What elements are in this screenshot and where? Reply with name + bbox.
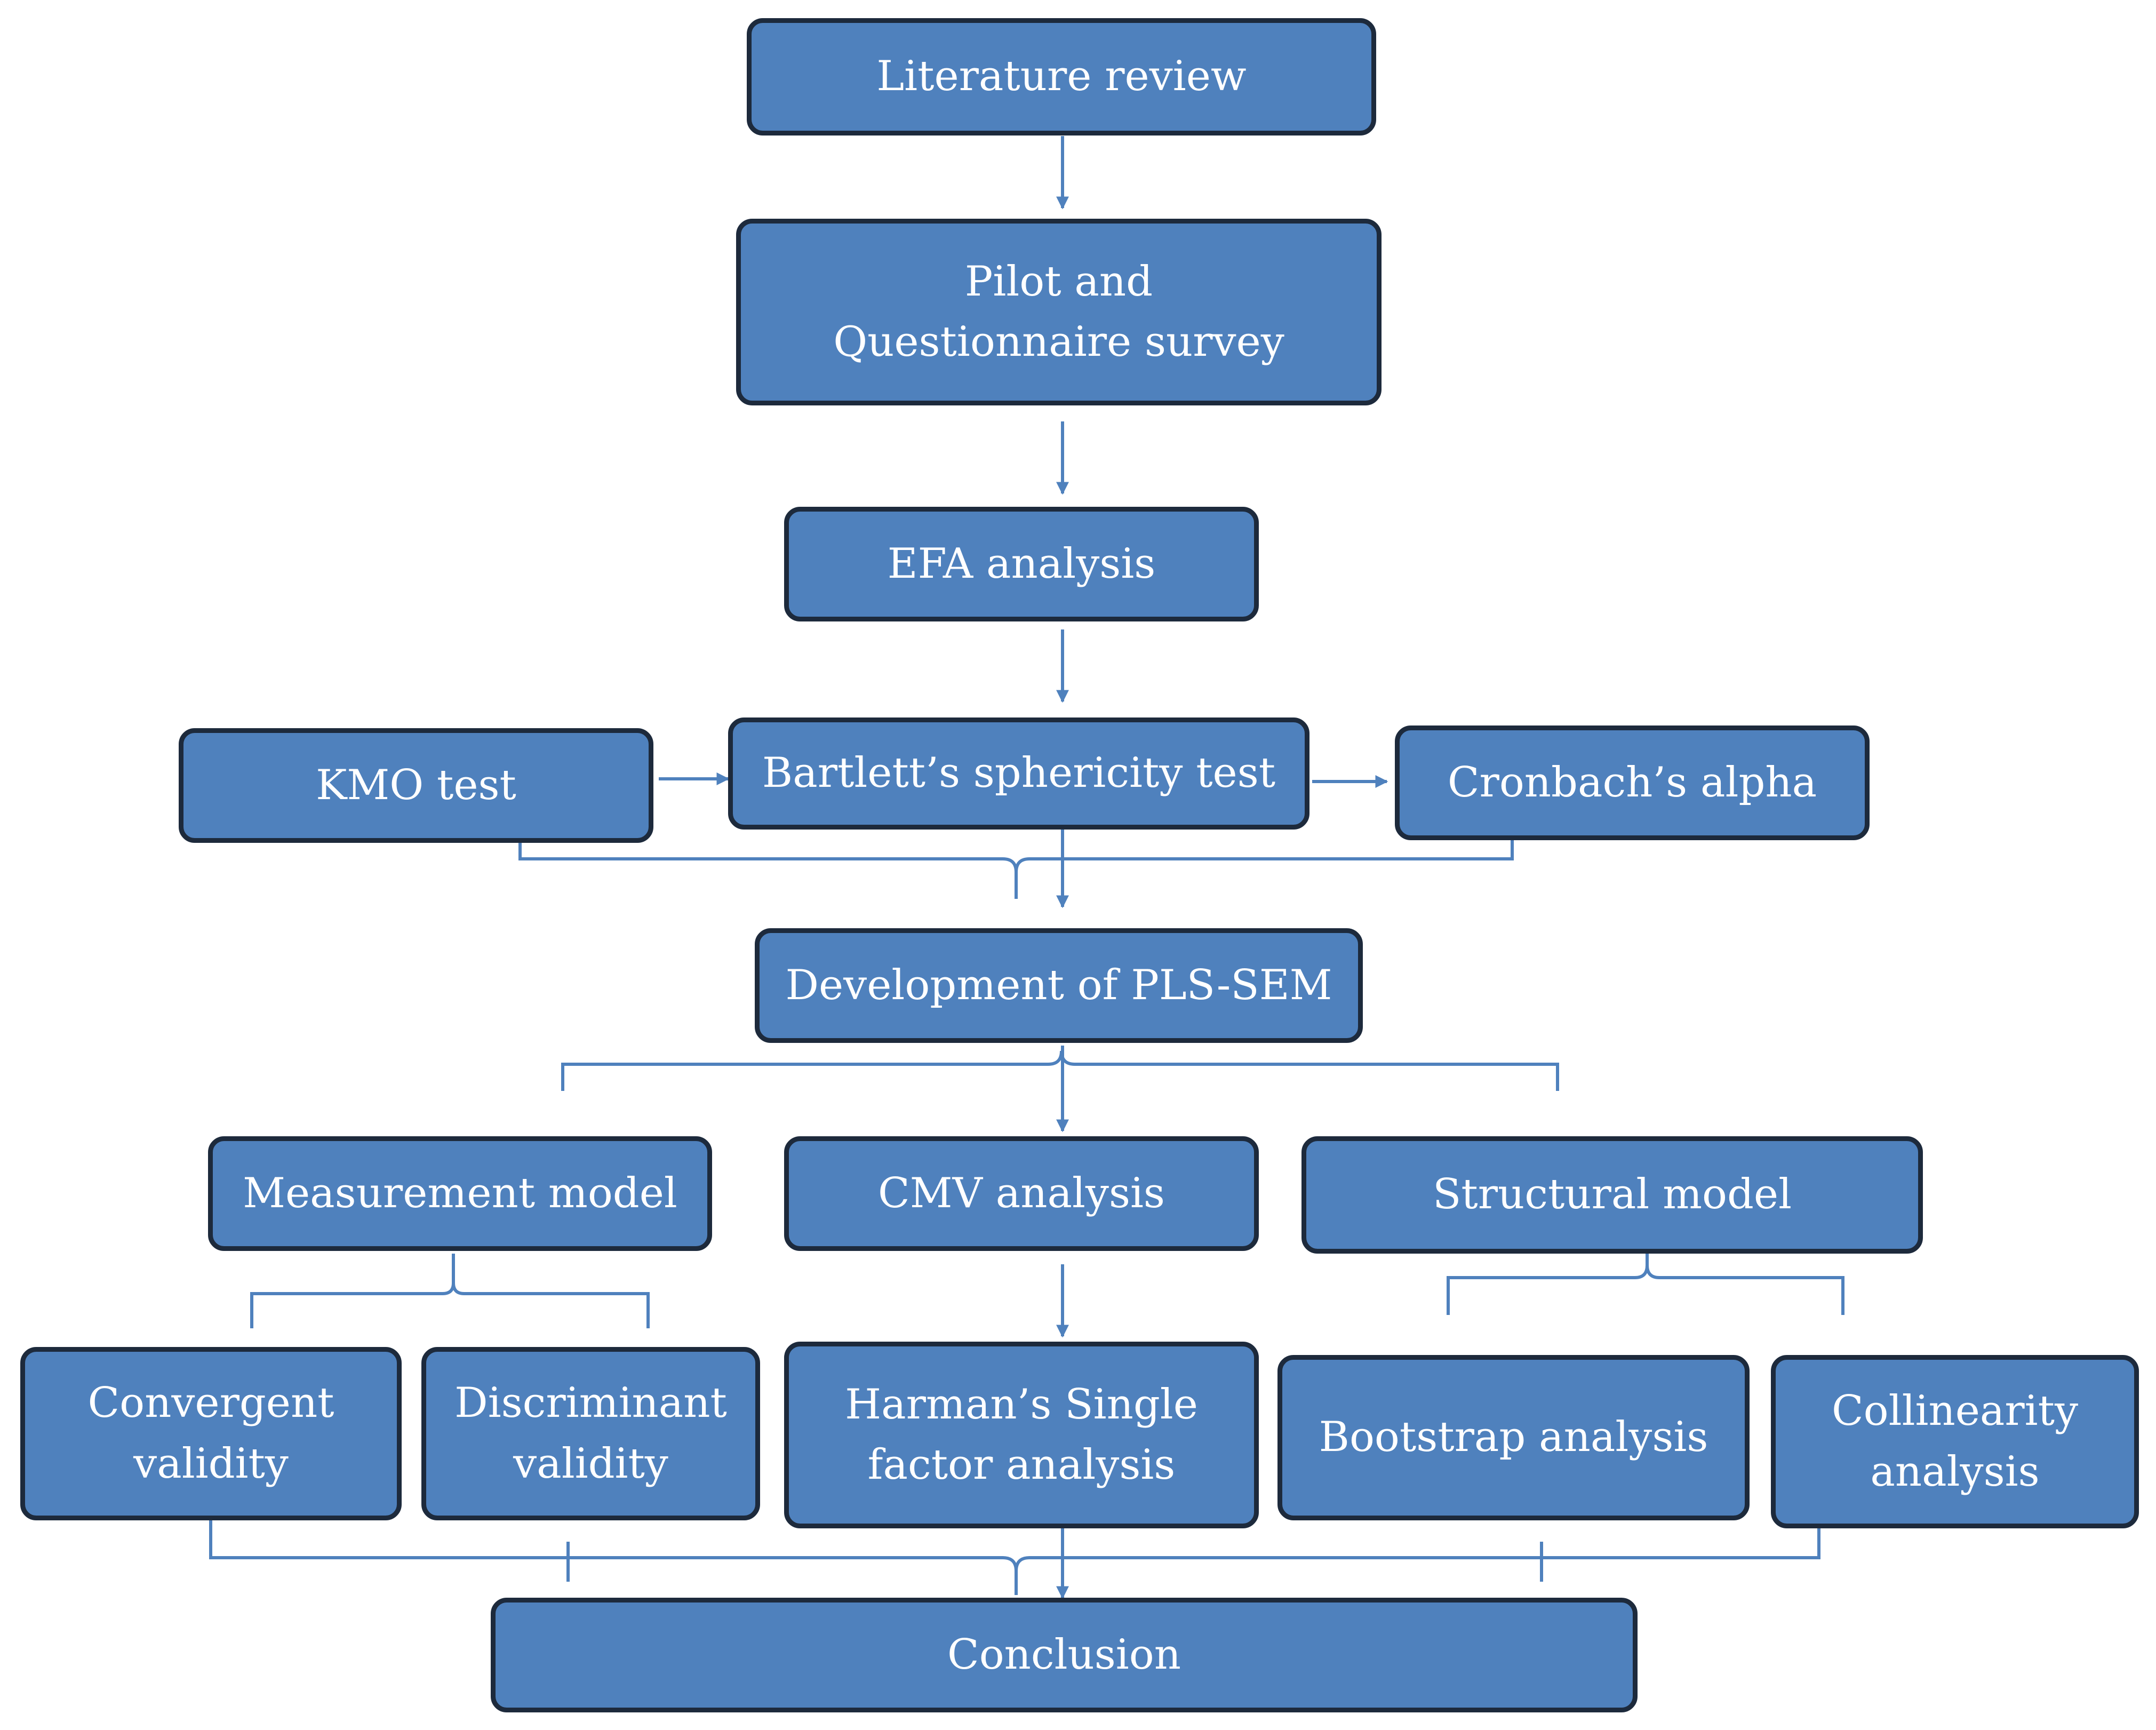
node-efa-analysis: EFA analysis: [784, 507, 1259, 621]
label-structural-model: Structural model: [1432, 1170, 1792, 1219]
node-convergent-validity: Convergent validity: [20, 1347, 402, 1520]
label-bootstrap-analysis: Bootstrap analysis: [1319, 1413, 1708, 1462]
brace-plssem: [561, 1050, 1559, 1091]
label-collinearity-analysis: Collinearity analysis: [1831, 1387, 2079, 1496]
node-cronbach-alpha: Cronbach’s alpha: [1395, 726, 1870, 840]
node-bartlett-test: Bartlett’s sphericity test: [728, 717, 1309, 830]
label-convergent-validity: Convergent validity: [87, 1379, 334, 1488]
label-kmo-test: KMO test: [316, 761, 516, 809]
brace-structural: [1447, 1254, 1844, 1315]
node-literature-review: Literature review: [747, 18, 1376, 135]
node-kmo-test: KMO test: [179, 728, 653, 843]
label-conclusion: Conclusion: [947, 1630, 1181, 1679]
label-efa-analysis: EFA analysis: [887, 539, 1156, 588]
brace-measurement: [250, 1254, 650, 1328]
label-harman-analysis: Harman’s Single factor analysis: [845, 1380, 1198, 1489]
node-pls-sem: Development of PLS-SEM: [755, 928, 1363, 1043]
brace-bottom: [209, 1520, 1820, 1595]
node-discriminant-validity: Discriminant validity: [421, 1347, 760, 1520]
label-pilot-survey: Pilot and Questionnaire survey: [833, 257, 1284, 366]
node-pilot-survey: Pilot and Questionnaire survey: [736, 219, 1382, 405]
brace-tests: [518, 832, 1514, 899]
node-structural-model: Structural model: [1301, 1136, 1923, 1254]
node-bootstrap-analysis: Bootstrap analysis: [1277, 1355, 1750, 1520]
label-discriminant-validity: Discriminant validity: [454, 1379, 727, 1488]
label-measurement-model: Measurement model: [243, 1169, 677, 1217]
node-collinearity-analysis: Collinearity analysis: [1771, 1355, 2139, 1528]
node-measurement-model: Measurement model: [208, 1136, 712, 1251]
label-literature-review: Literature review: [876, 52, 1247, 101]
node-harman-analysis: Harman’s Single factor analysis: [784, 1342, 1259, 1528]
node-cmv-analysis: CMV analysis: [784, 1136, 1259, 1251]
label-cmv-analysis: CMV analysis: [878, 1169, 1165, 1217]
label-bartlett-test: Bartlett’s sphericity test: [762, 749, 1276, 798]
label-pls-sem: Development of PLS-SEM: [785, 961, 1332, 1009]
label-cronbach-alpha: Cronbach’s alpha: [1447, 758, 1817, 807]
node-conclusion: Conclusion: [491, 1598, 1638, 1712]
